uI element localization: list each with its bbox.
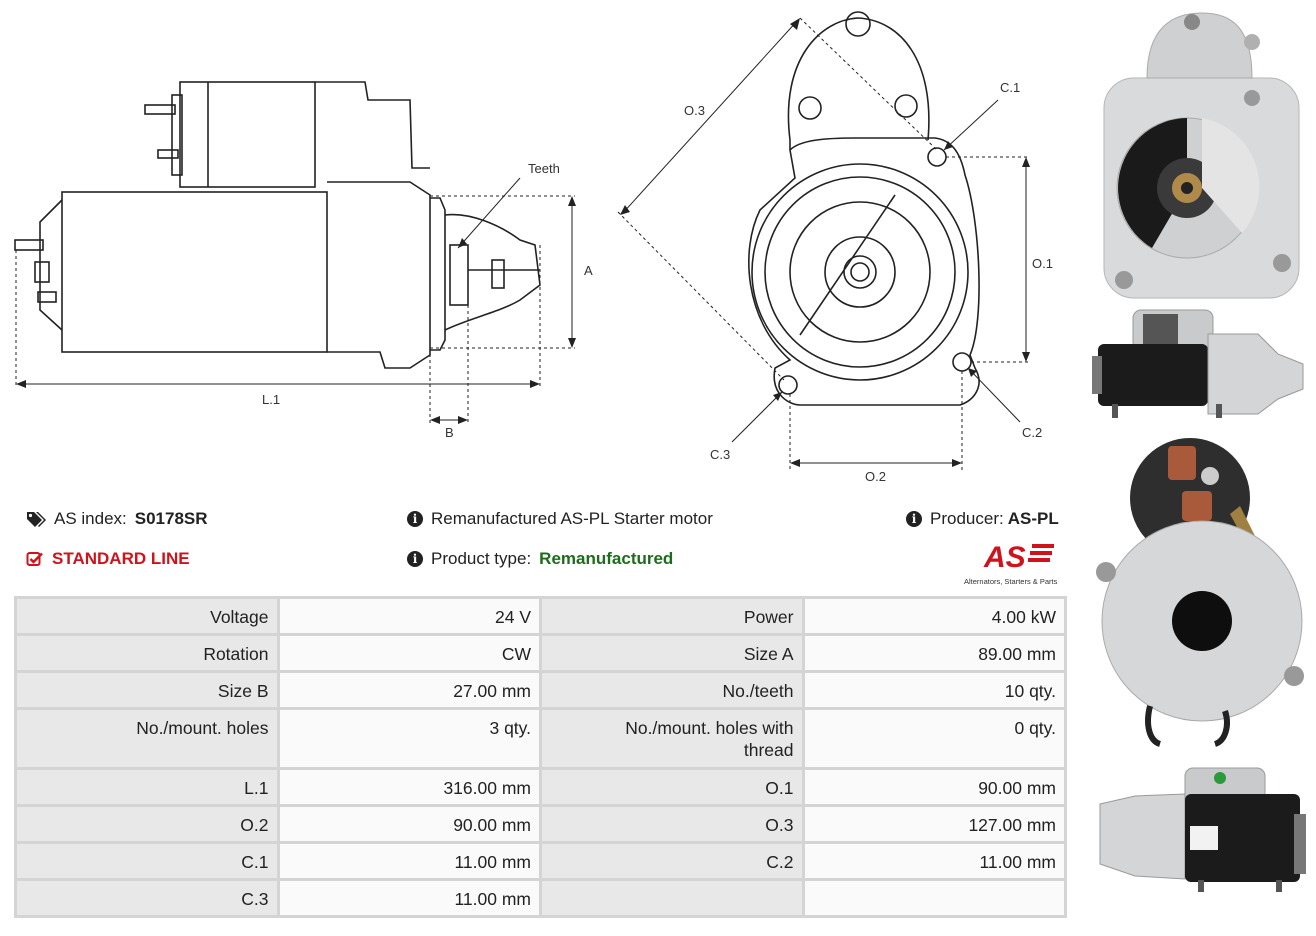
table-row: C.3 11.00 mm	[17, 881, 1064, 915]
standard-line-row: STANDARD LINE	[26, 549, 190, 569]
description-text: Remanufactured AS-PL Starter motor	[431, 509, 713, 528]
dim-c2-label: C.2	[1022, 425, 1042, 440]
logo-tagline: Alternators, Starters & Parts	[964, 577, 1058, 586]
spec-value	[804, 881, 1064, 915]
producer-value: AS-PL	[1007, 509, 1059, 528]
dim-c1-label: C.1	[1000, 80, 1020, 95]
table-row: No./mount. holes 3 qty. No./mount. holes…	[17, 710, 1064, 767]
spec-key: Voltage	[17, 599, 277, 633]
spec-key: O.3	[542, 807, 802, 841]
spec-value: 89.00 mm	[804, 636, 1064, 670]
product-photo-side-bottom[interactable]	[1090, 764, 1310, 894]
as-logo-mark: AS	[983, 541, 1054, 574]
dim-o2-label: O.2	[865, 469, 886, 484]
producer-label: Producer:	[930, 509, 1004, 528]
spec-value: 10 qty.	[804, 673, 1064, 707]
info-icon: i	[407, 551, 423, 567]
spec-value: 11.00 mm	[804, 844, 1064, 878]
spec-value: 4.00 kW	[804, 599, 1064, 633]
producer-row: i Producer: AS-PL	[906, 509, 1059, 529]
product-type-label: Product type:	[431, 549, 532, 568]
spec-value: 11.00 mm	[279, 844, 539, 878]
logo-text: AS	[983, 541, 1026, 570]
spec-key: Size A	[542, 636, 802, 670]
table-row: O.2 90.00 mm O.3 127.00 mm	[17, 807, 1064, 841]
spec-key: Size B	[17, 673, 277, 707]
as-pl-logo[interactable]: AS Alternators, Starters & Parts	[964, 540, 1068, 586]
as-index-row: AS index: S0178SR	[26, 509, 208, 529]
spec-key: Rotation	[17, 636, 277, 670]
table-row: C.1 11.00 mm C.2 11.00 mm	[17, 844, 1064, 878]
spec-value: CW	[279, 636, 539, 670]
spec-value: 3 qty.	[279, 710, 539, 767]
spec-key: C.3	[17, 881, 277, 915]
spec-key: No./mount. holes with thread	[542, 710, 802, 767]
side-view-drawing: Teeth A L.1 B	[14, 81, 593, 440]
as-index-label: AS index:	[54, 509, 127, 528]
spec-key: No./mount. holes	[17, 710, 277, 767]
table-row: Size B 27.00 mm No./teeth 10 qty.	[17, 673, 1064, 707]
spec-key: Power	[542, 599, 802, 633]
spec-value: 316.00 mm	[279, 770, 539, 804]
spec-key: O.1	[542, 770, 802, 804]
dim-b-label: B	[445, 425, 454, 440]
dim-o3-label: O.3	[684, 103, 705, 118]
spec-value: 90.00 mm	[804, 770, 1064, 804]
spec-value: 11.00 mm	[279, 881, 539, 915]
teeth-label: Teeth	[528, 161, 560, 176]
spec-key: L.1	[17, 770, 277, 804]
check-square-icon	[26, 552, 43, 566]
table-row: Rotation CW Size A 89.00 mm	[17, 636, 1064, 670]
spec-key: C.2	[542, 844, 802, 878]
product-type-value: Remanufactured	[539, 549, 674, 568]
description-row: i Remanufactured AS-PL Starter motor	[407, 509, 713, 529]
spec-value: 24 V	[279, 599, 539, 633]
spec-value: 127.00 mm	[804, 807, 1064, 841]
product-photo-front[interactable]	[1092, 8, 1306, 303]
info-icon: i	[407, 511, 423, 527]
tags-icon	[27, 512, 46, 527]
dim-a-label: A	[584, 263, 593, 278]
table-row: L.1 316.00 mm O.1 90.00 mm	[17, 770, 1064, 804]
as-index-value: S0178SR	[134, 509, 208, 528]
spec-value: 90.00 mm	[279, 807, 539, 841]
spec-key: O.2	[17, 807, 277, 841]
product-photo-rear[interactable]	[1090, 436, 1310, 748]
dim-c3-label: C.3	[710, 447, 730, 462]
product-type-row: i Product type: Remanufactured	[407, 549, 673, 569]
spec-key: C.1	[17, 844, 277, 878]
dim-l1-label: L.1	[262, 392, 280, 407]
product-photo-side-top[interactable]	[1088, 304, 1308, 422]
dim-o1-label: O.1	[1032, 256, 1053, 271]
spec-key	[542, 881, 802, 915]
info-icon: i	[906, 511, 922, 527]
standard-line-label: STANDARD LINE	[52, 549, 190, 568]
table-row: Voltage 24 V Power 4.00 kW	[17, 599, 1064, 633]
front-view-drawing: O.3 C.1 O.1 C.2 C.3 O.2	[617, 11, 1053, 484]
spec-key: No./teeth	[542, 673, 802, 707]
spec-value: 27.00 mm	[279, 673, 539, 707]
spec-value: 0 qty.	[804, 710, 1064, 767]
spec-table: Voltage 24 V Power 4.00 kW Rotation CW S…	[14, 596, 1067, 918]
